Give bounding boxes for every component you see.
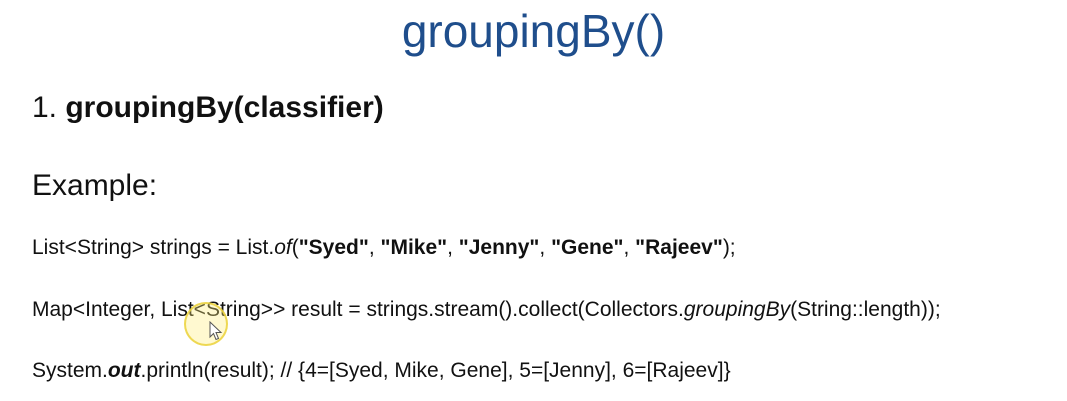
- code-method-groupingby: groupingBy: [683, 298, 791, 321]
- code-text: (String::length));: [790, 298, 941, 321]
- section-heading: 1. groupingBy(classifier): [32, 88, 384, 128]
- code-string: "Gene": [551, 236, 624, 259]
- code-text: (: [291, 236, 299, 259]
- code-string: "Mike": [380, 236, 448, 259]
- cursor-highlight: [184, 302, 228, 346]
- code-field-out: out: [107, 359, 141, 382]
- code-text: Map<Integer, List<String>> result = stri…: [32, 298, 684, 321]
- code-line-list: List<String> strings = List.of("Syed", "…: [32, 234, 736, 262]
- code-line-print: System.out.println(result); // {4=[Syed,…: [32, 357, 731, 385]
- code-line-map: Map<Integer, List<String>> result = stri…: [32, 296, 941, 324]
- slide-title: groupingBy(): [401, 5, 666, 57]
- code-text: ,: [368, 236, 381, 259]
- example-label: Example:: [32, 169, 158, 202]
- code-text: ,: [623, 236, 636, 259]
- code-text: .println(result); // {4=[Syed, Mike, Gen…: [140, 359, 731, 382]
- code-text: System.: [32, 359, 108, 382]
- code-text: ,: [447, 236, 459, 259]
- code-text: List<String> strings = List.: [32, 236, 275, 259]
- heading-method: groupingBy(classifier): [65, 91, 384, 124]
- code-method-of: of: [274, 236, 292, 259]
- code-text: );: [722, 236, 736, 259]
- code-string: "Jenny": [458, 236, 540, 259]
- code-string: "Rajeev": [635, 236, 723, 259]
- code-string: "Syed": [298, 236, 369, 259]
- mouse-pointer-icon: [209, 321, 223, 341]
- heading-number: 1.: [32, 91, 66, 124]
- code-text: ,: [539, 236, 552, 259]
